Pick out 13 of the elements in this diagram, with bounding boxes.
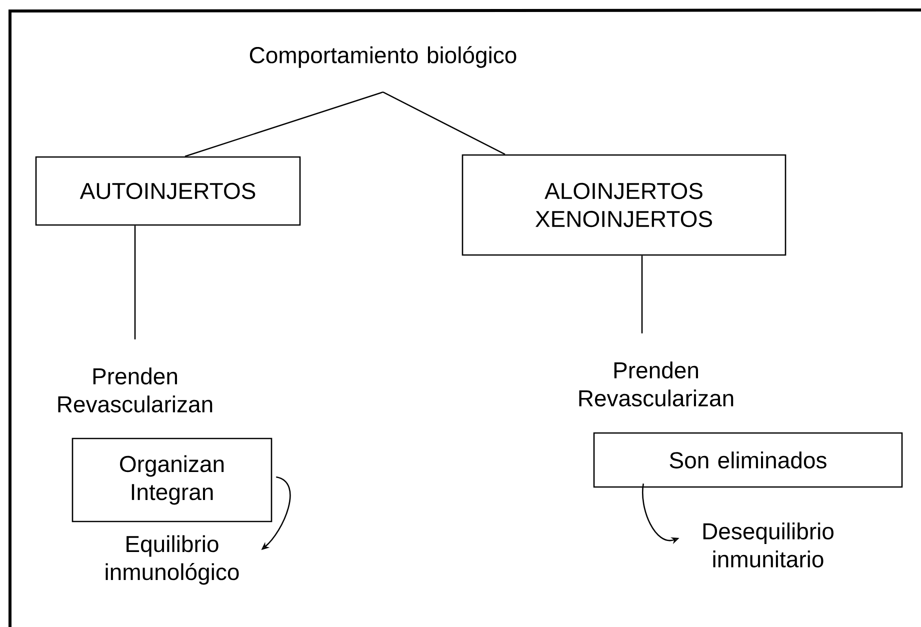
connector-line — [134, 226, 136, 340]
text-box: ALOINJERTOS XENOINJERTOS — [462, 154, 786, 256]
text-box: Organizan Integran — [72, 438, 272, 522]
text-box: AUTOINJERTOS — [35, 156, 301, 226]
node-text: Desequilibrio inmunitario — [703, 522, 834, 568]
node-text: Prenden Revascularizan — [58, 368, 212, 412]
node-text: Equilibrio inmunológico — [106, 535, 239, 585]
connector-line — [641, 256, 643, 334]
text-box: Son eliminados — [593, 432, 903, 488]
node-text: Prenden Revascularizan — [579, 362, 734, 406]
connector-line — [382, 91, 506, 155]
heading-text: Comportamiento biológico — [250, 46, 516, 68]
connector-line — [184, 91, 384, 157]
